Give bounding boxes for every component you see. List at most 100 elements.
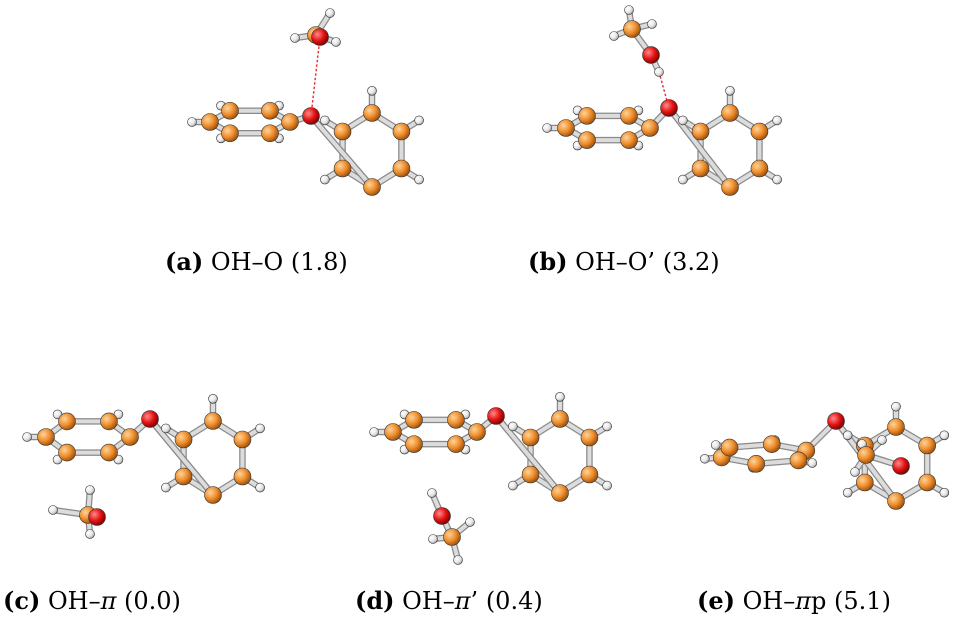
molecule-panel-a bbox=[187, 8, 424, 196]
carbon-atom bbox=[747, 455, 765, 473]
hydrogen-atom bbox=[320, 115, 330, 126]
carbon-atom bbox=[578, 107, 596, 125]
caption-energy: (3.2) bbox=[662, 248, 720, 276]
oxygen-atom bbox=[827, 412, 845, 430]
hydrogen-atom bbox=[772, 174, 782, 185]
bond bbox=[494, 414, 562, 495]
carbon-atom bbox=[856, 473, 874, 492]
hydrogen-atom bbox=[850, 467, 860, 477]
carbon-atom bbox=[918, 473, 936, 492]
carbon-atom bbox=[521, 465, 540, 484]
carbon-atom bbox=[100, 412, 118, 431]
carbon-atom bbox=[641, 119, 659, 137]
hydrogen-atom bbox=[807, 458, 818, 468]
hydrogen-atom bbox=[678, 115, 688, 126]
carbon-atom bbox=[384, 423, 402, 441]
carbon-atom bbox=[261, 101, 279, 120]
molecule-panel-c bbox=[22, 393, 265, 539]
carbon-atom bbox=[620, 131, 638, 149]
carbon-atom bbox=[443, 528, 461, 546]
hydrogen-atom bbox=[602, 480, 612, 491]
carbon-atom bbox=[100, 443, 118, 462]
hydrogen-atom bbox=[414, 174, 424, 185]
carbon-atom bbox=[392, 122, 411, 141]
caption-tag: (d) bbox=[355, 586, 395, 615]
hydrogen-atom bbox=[555, 391, 565, 402]
carbon-atom bbox=[468, 423, 486, 441]
carbon-atom bbox=[720, 438, 739, 457]
hydrogen-atom bbox=[877, 435, 887, 445]
hydrogen-atom bbox=[369, 427, 379, 437]
carbon-atom bbox=[405, 435, 423, 453]
oxygen-atom bbox=[892, 457, 910, 475]
caption-energy: (0.4) bbox=[485, 587, 543, 615]
carbon-atom bbox=[363, 104, 381, 122]
carbon-atom bbox=[887, 418, 905, 436]
hydrogen-atom bbox=[465, 517, 475, 527]
caption-label: OH–πp bbox=[742, 587, 827, 615]
oxygen-atom bbox=[487, 407, 505, 425]
hydrogen-atom bbox=[22, 432, 32, 442]
carbon-atom bbox=[37, 428, 55, 446]
carbon-atom bbox=[447, 435, 465, 453]
carbon-atom bbox=[333, 159, 352, 178]
carbon-atom bbox=[857, 446, 875, 464]
carbon-atom bbox=[789, 451, 808, 470]
carbon-atom bbox=[620, 107, 638, 125]
caption-e: (e) OH–πp (5.1) bbox=[697, 586, 891, 615]
carbon-atom bbox=[201, 113, 219, 131]
hydrogen-atom bbox=[453, 555, 463, 565]
hydrogen-atom bbox=[325, 8, 335, 18]
oxygen-atom bbox=[141, 410, 159, 428]
carbon-atom bbox=[204, 412, 222, 430]
oxygen-atom bbox=[433, 507, 451, 525]
caption-label: OH–π’ bbox=[402, 587, 479, 615]
hydrogen-atom bbox=[710, 440, 721, 450]
hydrogen-atom bbox=[428, 534, 438, 544]
molecule-panel-b bbox=[542, 5, 782, 196]
hydrogen-atom bbox=[161, 423, 171, 434]
caption-energy: (0.0) bbox=[124, 587, 181, 615]
hydrogen-atom bbox=[85, 529, 95, 539]
hydrogen-atom bbox=[187, 117, 197, 127]
caption-energy: (5.1) bbox=[834, 587, 891, 615]
hydrogen-atom bbox=[699, 453, 710, 464]
hydrogen-atom bbox=[255, 482, 265, 493]
oxygen-atom bbox=[642, 46, 660, 64]
hydrogen-bond bbox=[658, 71, 670, 109]
bond bbox=[309, 114, 374, 189]
carbon-atom bbox=[721, 104, 739, 122]
caption-label: OH–O bbox=[210, 248, 284, 276]
hydrogen-bond bbox=[310, 36, 321, 117]
molecule-panel-d bbox=[369, 391, 612, 565]
carbon-atom bbox=[221, 101, 239, 120]
carbon-atom bbox=[392, 159, 411, 178]
hydrogen-atom bbox=[842, 430, 853, 441]
carbon-atom bbox=[363, 178, 381, 196]
caption-d: (d) OH–π’ (0.4) bbox=[355, 586, 543, 615]
caption-tag: (e) bbox=[697, 586, 735, 615]
hydrogen-atom bbox=[161, 482, 171, 493]
hydrogen-atom bbox=[427, 488, 437, 498]
hydrogen-atom bbox=[678, 174, 688, 185]
caption-tag: (c) bbox=[3, 586, 41, 615]
hydrogen-atom bbox=[624, 5, 634, 15]
carbon-atom bbox=[580, 428, 599, 447]
carbon-atom bbox=[763, 435, 781, 453]
hydrogen-atom bbox=[654, 67, 664, 77]
hydrogen-atom bbox=[208, 393, 218, 404]
oxygen-atom bbox=[88, 508, 106, 526]
caption-tag: (a) bbox=[165, 247, 204, 276]
bond bbox=[148, 417, 215, 497]
carbon-atom bbox=[221, 124, 239, 143]
carbon-atom bbox=[623, 20, 641, 38]
carbon-atom bbox=[691, 122, 710, 141]
carbon-atom bbox=[521, 428, 540, 447]
caption-label: OH–O’ bbox=[575, 248, 656, 276]
caption-a: (a) OH–O (1.8) bbox=[165, 247, 348, 276]
carbon-atom bbox=[261, 124, 279, 143]
carbon-atom bbox=[721, 178, 739, 196]
hydrogen-atom bbox=[939, 430, 950, 441]
molecule-panel-e bbox=[699, 401, 950, 510]
